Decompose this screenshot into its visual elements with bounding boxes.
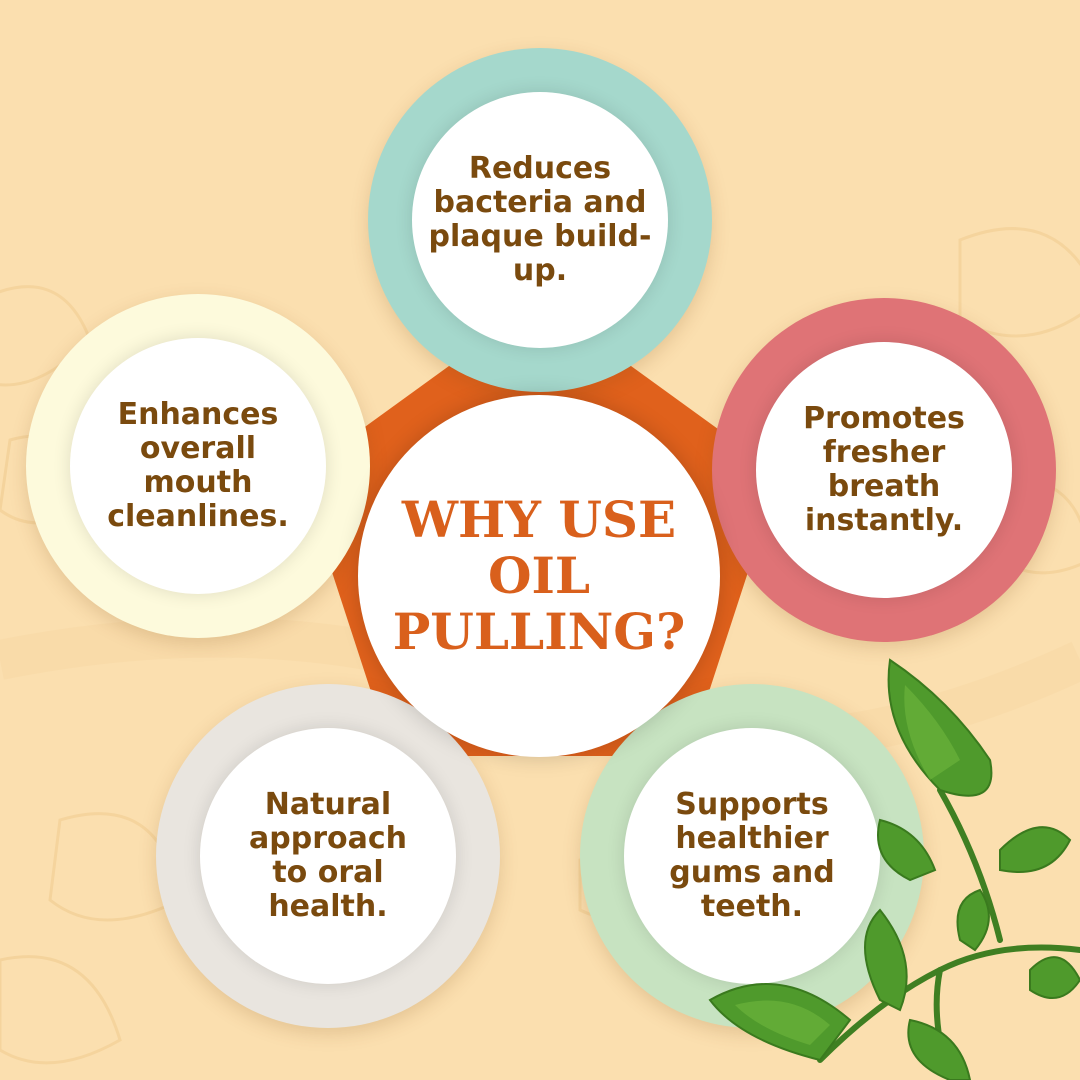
benefit-text-natural: Natural approach to oral health. [249, 787, 407, 924]
benefit-inner: Supports healthier gums and teeth. [624, 728, 880, 984]
benefit-inner: Promotes fresher breath instantly. [756, 342, 1012, 598]
center-circle: WHY USE OIL PULLING? [358, 395, 720, 757]
center-title: WHY USE OIL PULLING? [392, 490, 686, 661]
benefit-node-gums: Supports healthier gums and teeth. [580, 684, 924, 1028]
benefit-inner: Enhances overall mouth cleanlines. [70, 338, 326, 594]
benefit-node-cleanliness: Enhances overall mouth cleanlines. [26, 294, 370, 638]
benefit-text-breath: Promotes fresher breath instantly. [803, 401, 965, 538]
tomato-leaf-sprig [708, 658, 1080, 1080]
benefit-text-cleanliness: Enhances overall mouth cleanlines. [107, 397, 289, 534]
benefit-text-bacteria: Reduces bacteria and plaque build- up. [428, 151, 652, 288]
benefit-inner: Natural approach to oral health. [200, 728, 456, 984]
benefit-inner: Reduces bacteria and plaque build- up. [412, 92, 668, 348]
benefit-node-bacteria: Reduces bacteria and plaque build- up. [368, 48, 712, 392]
benefit-text-gums: Supports healthier gums and teeth. [669, 787, 835, 924]
benefit-node-breath: Promotes fresher breath instantly. [712, 298, 1056, 642]
benefit-node-natural: Natural approach to oral health. [156, 684, 500, 1028]
